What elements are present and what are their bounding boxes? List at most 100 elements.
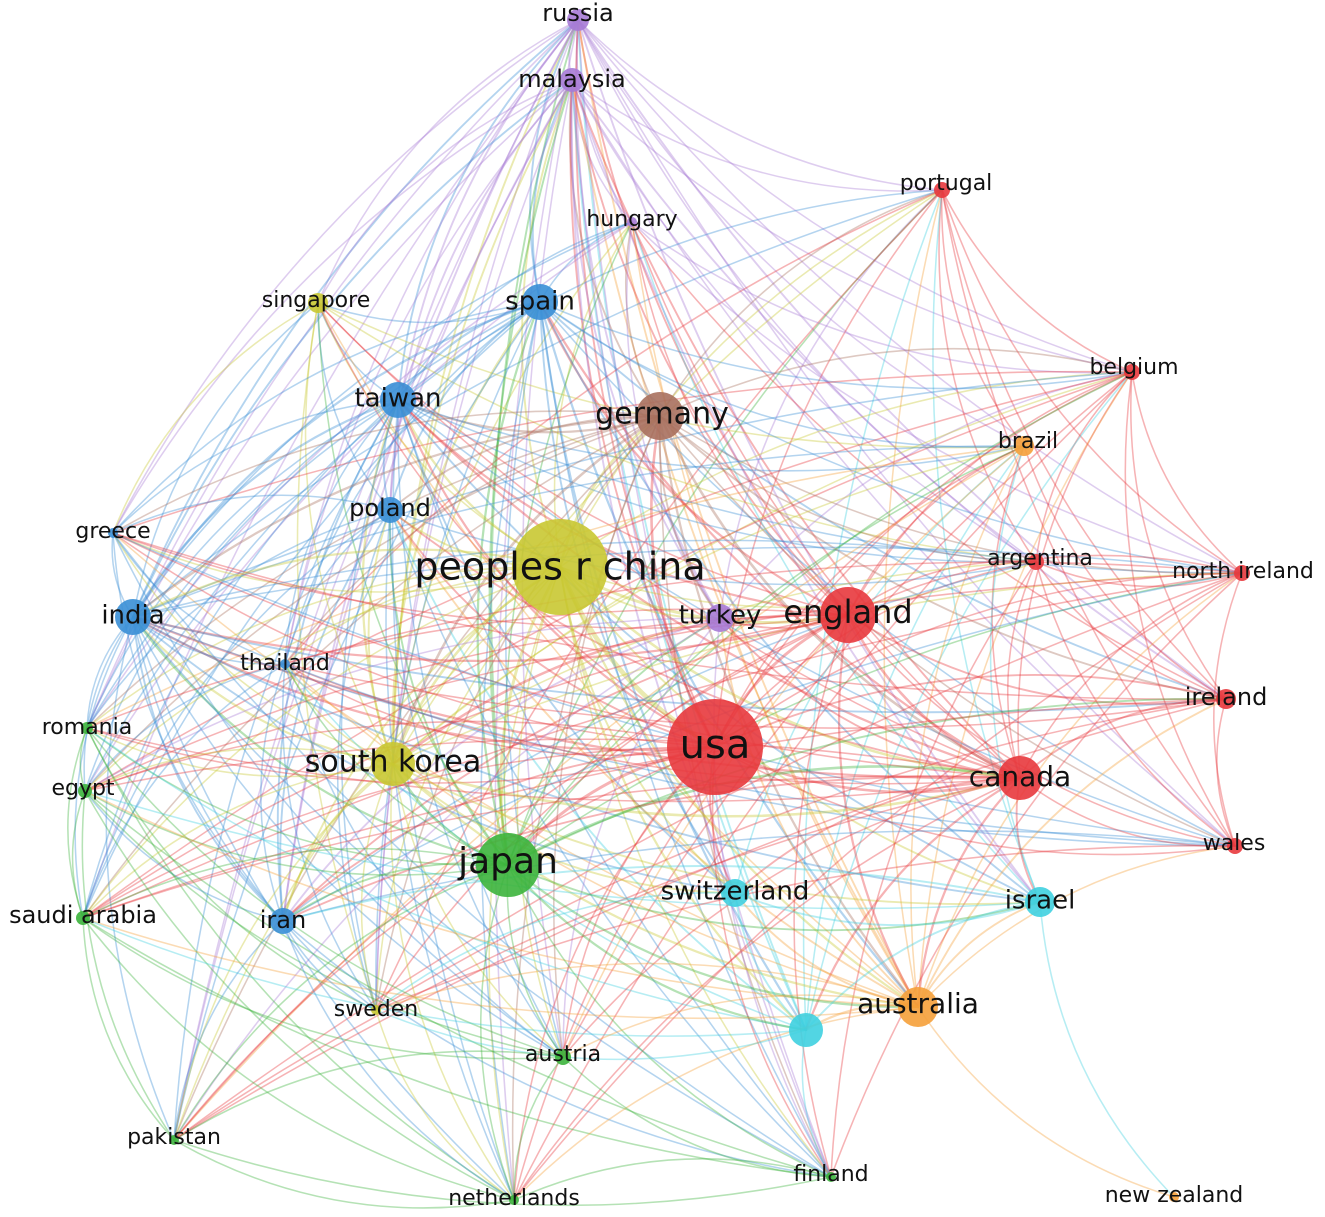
collaboration-edge bbox=[392, 371, 1133, 765]
label-egypt: egypt bbox=[51, 776, 114, 801]
collaboration-edge bbox=[571, 79, 1041, 903]
collaboration-edge bbox=[375, 301, 541, 1011]
collaboration-edge bbox=[375, 1009, 515, 1201]
node-australia bbox=[898, 987, 938, 1027]
collaboration-edge bbox=[389, 19, 579, 511]
collaboration-edge bbox=[539, 301, 832, 1178]
collaboration-edge bbox=[476, 300, 542, 867]
label-finland: finland bbox=[793, 1162, 868, 1187]
label-sweden: sweden bbox=[334, 997, 418, 1022]
collaboration-edge bbox=[112, 532, 561, 593]
collaboration-edge bbox=[131, 615, 717, 752]
collaboration-edge bbox=[1131, 371, 1243, 574]
collaboration-edge bbox=[1035, 561, 1227, 700]
collaboration-edge bbox=[397, 189, 943, 401]
collaboration-edge bbox=[719, 617, 1021, 779]
collaboration-edge bbox=[392, 561, 1037, 765]
collaboration-edge bbox=[112, 19, 579, 534]
collaboration-edge bbox=[658, 415, 721, 619]
node-south-korea bbox=[371, 742, 415, 786]
collaboration-edge bbox=[260, 663, 286, 922]
collaboration-edge bbox=[173, 777, 1021, 1141]
collaboration-edge bbox=[82, 917, 175, 1141]
collaboration-edge bbox=[531, 79, 573, 303]
node-austria bbox=[555, 1049, 571, 1065]
collaboration-edge bbox=[571, 79, 832, 1178]
collaboration-edge bbox=[488, 79, 573, 866]
collaboration-edge bbox=[659, 415, 1236, 847]
node-israel bbox=[1025, 887, 1055, 917]
collaboration-edge bbox=[173, 19, 579, 1141]
collaboration-edge bbox=[82, 509, 391, 919]
label-canada: canada bbox=[969, 760, 1071, 793]
collaboration-edge bbox=[1019, 777, 1236, 848]
collaboration-edge bbox=[284, 663, 716, 757]
collaboration-edge bbox=[82, 698, 1227, 919]
collaboration-edge bbox=[173, 572, 1243, 1141]
collaboration-edge bbox=[84, 790, 832, 1178]
collaboration-edge bbox=[86, 608, 849, 729]
collaboration-edge bbox=[659, 415, 1037, 563]
collaboration-edge bbox=[396, 300, 542, 402]
collaboration-edge bbox=[830, 572, 1243, 1178]
collaboration-edge bbox=[529, 19, 579, 303]
collaboration-edge bbox=[659, 415, 1227, 700]
collaboration-edge bbox=[84, 747, 394, 792]
collaboration-edge bbox=[84, 790, 515, 1201]
label-israel: israel bbox=[1005, 886, 1076, 916]
collaboration-edge bbox=[84, 790, 919, 1008]
collaboration-edge bbox=[714, 572, 1243, 748]
collaboration-edge bbox=[392, 79, 573, 765]
collaboration-edge bbox=[558, 565, 1022, 780]
collaboration-edge bbox=[659, 189, 943, 417]
label-iran: iran bbox=[260, 906, 306, 934]
collaboration-edge bbox=[304, 302, 394, 765]
collaboration-edge bbox=[559, 189, 943, 568]
collaboration-edge bbox=[392, 221, 633, 765]
collaboration-edge bbox=[505, 301, 564, 1058]
node-germany bbox=[636, 392, 684, 440]
collaboration-edge bbox=[659, 415, 832, 1178]
collaboration-edge bbox=[513, 1006, 919, 1201]
collaboration-edge bbox=[577, 19, 1243, 574]
collaboration-edge bbox=[86, 301, 541, 729]
collaboration-edge bbox=[389, 509, 1021, 779]
collaboration-edge bbox=[132, 302, 319, 618]
label-taiwan: taiwan bbox=[354, 384, 441, 414]
collaboration-edge bbox=[562, 371, 1133, 1058]
collaboration-edge bbox=[631, 221, 1227, 700]
node-taiwan bbox=[380, 382, 416, 418]
collaboration-edge bbox=[1035, 371, 1133, 563]
collaboration-edge bbox=[883, 189, 943, 1008]
collaboration-edge bbox=[279, 509, 391, 922]
collaboration-edge bbox=[1124, 371, 1236, 847]
collaboration-edge bbox=[513, 746, 716, 1201]
collaboration-edge bbox=[396, 398, 717, 749]
collaboration-edge bbox=[375, 79, 573, 1011]
collaboration-edge bbox=[131, 615, 1022, 780]
collaboration-edge bbox=[577, 19, 849, 616]
collaboration-edge bbox=[83, 616, 134, 792]
collaboration-edge bbox=[131, 548, 562, 619]
node-netherlands bbox=[509, 1195, 519, 1205]
collaboration-edge bbox=[84, 566, 561, 792]
collaboration-edge bbox=[112, 301, 541, 534]
collaboration-edge bbox=[82, 572, 1243, 919]
collaboration-edge bbox=[396, 398, 1022, 780]
label-spain: spain bbox=[505, 287, 575, 317]
collaboration-edge bbox=[397, 19, 579, 401]
collaboration-edge bbox=[917, 1006, 1175, 1198]
collaboration-edge bbox=[571, 79, 633, 223]
node-north-ireland bbox=[1234, 565, 1250, 581]
collaboration-edge bbox=[389, 79, 573, 511]
collaboration-edge bbox=[173, 399, 399, 1141]
collaboration-edge bbox=[1035, 561, 1236, 847]
collaboration-edge bbox=[397, 399, 1041, 903]
collaboration-edge bbox=[539, 301, 1133, 390]
collaboration-edge bbox=[506, 863, 808, 1032]
collaboration-edge bbox=[282, 561, 1037, 922]
label-pakistan: pakistan bbox=[127, 1125, 221, 1150]
collaboration-edge bbox=[513, 1158, 832, 1201]
collaboration-edge bbox=[391, 762, 920, 1009]
collaboration-edge bbox=[847, 445, 1025, 616]
